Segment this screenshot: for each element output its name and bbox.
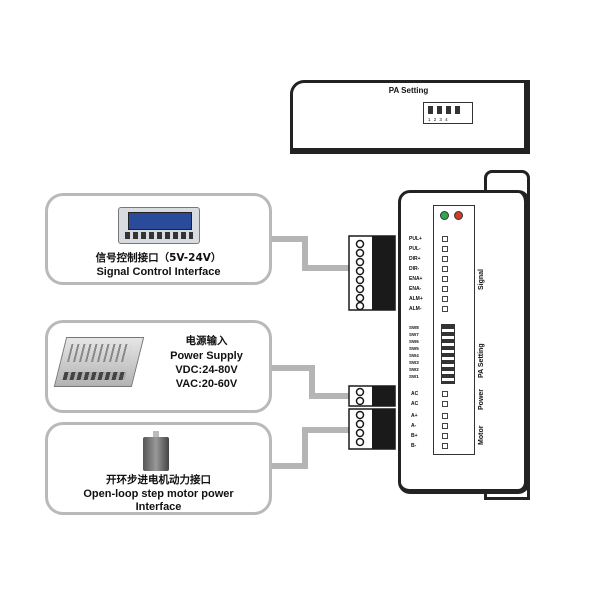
dip-number: 2 bbox=[433, 117, 440, 122]
pin-label-ac-2: AC bbox=[411, 401, 419, 407]
signal-title-en: Signal Control Interface bbox=[96, 266, 221, 278]
power-title-en: Power Supply bbox=[170, 350, 243, 362]
dip-switch[interactable] bbox=[428, 106, 433, 114]
controller-keypad bbox=[125, 232, 193, 239]
signal-connector bbox=[348, 235, 396, 311]
pin-label-pul-minus: PUL- bbox=[409, 246, 421, 252]
pin-socket bbox=[442, 443, 448, 449]
pin-label-ena-minus: ENA- bbox=[409, 286, 422, 292]
power-vdc: VDC:24-80V bbox=[175, 364, 238, 376]
pin-label-alm-plus: ALM+ bbox=[409, 296, 423, 302]
pa-setting-panel: PA Setting 1234 bbox=[290, 80, 530, 154]
controller-screen bbox=[128, 212, 192, 230]
dip-switch-block: 1234 bbox=[423, 102, 473, 124]
dip-number: 4 bbox=[445, 117, 451, 122]
pin-socket bbox=[442, 413, 448, 419]
power-vac: VAC:20-60V bbox=[175, 378, 238, 390]
pin-socket bbox=[442, 391, 448, 397]
pin-label-ac-1: AC bbox=[411, 391, 419, 397]
power-title-cn: 电源输入 bbox=[185, 335, 228, 347]
pin-label-b-minus: B- bbox=[411, 443, 417, 449]
pin-label-b-plus: B+ bbox=[411, 433, 418, 439]
power-wire bbox=[272, 365, 350, 399]
psu-grill bbox=[67, 344, 132, 362]
pin-label-a-minus: A- bbox=[411, 423, 417, 429]
pin-socket bbox=[442, 423, 448, 429]
pin-label-dir-minus: DIR- bbox=[409, 266, 420, 272]
sw-label: SW7 bbox=[409, 332, 419, 337]
motor-shaft bbox=[153, 431, 159, 439]
pin-socket bbox=[442, 276, 448, 282]
driver-dip-switch-column[interactable] bbox=[441, 324, 455, 384]
pin-label-a-plus: A+ bbox=[411, 413, 418, 419]
pin-label-dir-plus: DIR+ bbox=[409, 256, 421, 262]
dip-numbers: 1234 bbox=[428, 117, 464, 122]
motor-wire bbox=[272, 427, 350, 469]
power-supply-callout: 电源输入 Power Supply VDC:24-80V VAC:20-60V bbox=[45, 320, 272, 413]
dip-switch[interactable] bbox=[446, 106, 451, 114]
sw-label: SW2 bbox=[409, 367, 419, 372]
section-label-motor: Motor bbox=[478, 425, 485, 445]
dip-switch[interactable] bbox=[455, 106, 460, 114]
pin-socket bbox=[442, 306, 448, 312]
sw-label: SW4 bbox=[409, 353, 419, 358]
led-green-icon bbox=[440, 211, 449, 220]
motor-connector bbox=[348, 408, 396, 450]
dip-number: 1 bbox=[428, 117, 434, 122]
signal-wire bbox=[272, 236, 350, 271]
pin-socket bbox=[442, 401, 448, 407]
stepper-motor-image bbox=[143, 437, 169, 471]
psu-terminals bbox=[62, 372, 127, 380]
motor-title-en-2: Interface bbox=[135, 501, 182, 513]
pin-socket bbox=[442, 296, 448, 302]
pin-label-pul-plus: PUL+ bbox=[409, 236, 422, 242]
section-label-signal: Signal bbox=[478, 268, 485, 290]
sw-label: SW3 bbox=[409, 360, 419, 365]
sw-label: SW6 bbox=[409, 339, 419, 344]
pin-socket bbox=[442, 286, 448, 292]
pin-socket bbox=[442, 433, 448, 439]
power-supply-image bbox=[53, 337, 145, 387]
pin-label-ena-plus: ENA+ bbox=[409, 276, 423, 282]
signal-control-callout: 信号控制接口（5V-24V） Signal Control Interface bbox=[45, 193, 272, 285]
motor-title-en-1: Open-loop step motor power bbox=[83, 488, 234, 500]
signal-title-cn: 信号控制接口（5V-24V） bbox=[95, 252, 222, 264]
motor-callout: 开环步进电机动力接口 Open-loop step motor power In… bbox=[45, 422, 272, 515]
dip-switch[interactable] bbox=[437, 106, 442, 114]
pin-socket bbox=[442, 236, 448, 242]
controller-device-image bbox=[118, 207, 200, 244]
sw-label: SW8 bbox=[409, 325, 419, 330]
section-label-pa-setting: PA Setting bbox=[478, 343, 485, 378]
pin-label-alm-minus: ALM- bbox=[409, 306, 422, 312]
section-label-power: Power bbox=[478, 388, 485, 410]
sw-label: SW1 bbox=[409, 374, 419, 379]
led-red-icon bbox=[454, 211, 463, 220]
motor-title-cn: 开环步进电机动力接口 bbox=[106, 474, 211, 486]
pin-socket bbox=[442, 246, 448, 252]
pin-socket bbox=[442, 266, 448, 272]
pa-setting-title: PA Setting bbox=[388, 86, 429, 95]
pin-socket bbox=[442, 256, 448, 262]
sw-label: SW5 bbox=[409, 346, 419, 351]
dip-number: 3 bbox=[439, 117, 446, 122]
power-connector bbox=[348, 385, 396, 407]
